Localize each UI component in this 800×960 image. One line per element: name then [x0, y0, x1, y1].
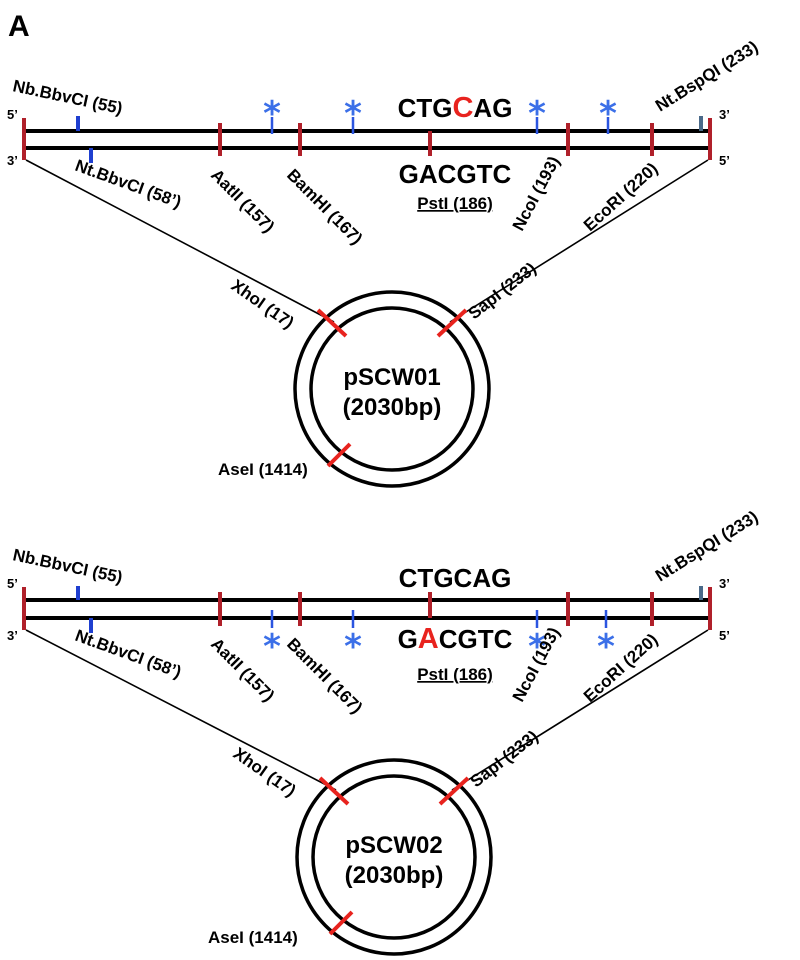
- xhoi-plasmid-site: [318, 776, 350, 806]
- asterisk-icon: *: [597, 627, 615, 667]
- asei-label: AseI (1414): [218, 460, 308, 479]
- plasmid-name: pSCW02: [345, 832, 442, 859]
- top-left-end-label: 5’: [7, 107, 18, 122]
- funnel-right-line: [451, 629, 709, 791]
- nt-bbvci-label: Nt.BbvCI (58’): [73, 156, 184, 212]
- asterisk-icon: *: [599, 94, 617, 134]
- bottom-right-end-label: 5’: [719, 153, 730, 168]
- ncoi-label: NcoI (193): [509, 153, 564, 234]
- top-right-end-label: 3’: [719, 576, 730, 591]
- bamhi-label: BamHI (167): [283, 165, 366, 248]
- panel-label: A: [8, 10, 30, 43]
- plasmid-outer-ring: [295, 758, 493, 956]
- sapi-label: SapI (233): [467, 727, 542, 791]
- funnel-left-line: [25, 629, 337, 791]
- nb-bbvci-label: Nb.BbvCI (55): [11, 545, 124, 587]
- sapi-label: SapI (233): [465, 259, 540, 323]
- asei-plasmid-site: [328, 910, 354, 936]
- asterisk-icon: *: [344, 627, 362, 667]
- psti-label: PstI (186): [417, 194, 493, 213]
- aatii-label: AatII (157): [207, 165, 278, 236]
- nt-bspqi-label: Nt.BspQI (233): [652, 507, 761, 585]
- top-right-end-label: 3’: [719, 107, 730, 122]
- nt-bbvci-label: Nt.BbvCI (58’): [73, 626, 184, 682]
- nt-bspqi-label: Nt.BspQI (233): [652, 37, 761, 115]
- construct-2: 5’ 3’ 3’ 5’ * * * * CTGCAG GACGTC Nb.Bbv…: [7, 507, 761, 956]
- funnel-left-line: [25, 159, 335, 323]
- nb-bbvci-label: Nb.BbvCI (55): [11, 76, 124, 118]
- plasmid-inner-ring: [311, 774, 477, 940]
- bottom-left-end-label: 3’: [7, 153, 18, 168]
- ecori-label: EcoRI (220): [580, 630, 662, 706]
- asterisk-icon: *: [263, 94, 281, 134]
- xhoi-label: XhoI (17): [230, 744, 300, 801]
- asei-plasmid-site: [326, 442, 352, 468]
- top-sequence: CTGCAG: [398, 92, 513, 124]
- asterisk-icon: *: [528, 94, 546, 134]
- plasmid-name: pSCW01: [343, 364, 440, 391]
- bottom-sequence: GACGTC: [399, 159, 512, 189]
- top-sequence: CTGCAG: [399, 563, 512, 593]
- plasmid-inner-ring: [309, 306, 475, 472]
- construct-1: 5’ 3’ 3’ 5’ * * * * CTGCAG GACGTC Nb.Bbv…: [7, 37, 761, 488]
- plasmid-outer-ring: [293, 290, 491, 488]
- sapi-plasmid-site: [438, 776, 470, 806]
- top-left-end-label: 5’: [7, 576, 18, 591]
- plasmid-size: (2030bp): [343, 394, 442, 421]
- funnel-right-line: [449, 159, 709, 323]
- bottom-sequence: GACGTC: [398, 623, 513, 655]
- xhoi-plasmid-site: [316, 308, 348, 338]
- sapi-plasmid-site: [436, 308, 468, 338]
- asterisk-icon: *: [344, 94, 362, 134]
- bottom-right-end-label: 5’: [719, 628, 730, 643]
- bottom-left-end-label: 3’: [7, 628, 18, 643]
- psti-label: PstI (186): [417, 665, 493, 684]
- asterisk-icon: *: [263, 627, 281, 667]
- plasmid-size: (2030bp): [345, 862, 444, 889]
- asterisk-icon: *: [528, 627, 546, 667]
- asei-label: AseI (1414): [208, 928, 298, 947]
